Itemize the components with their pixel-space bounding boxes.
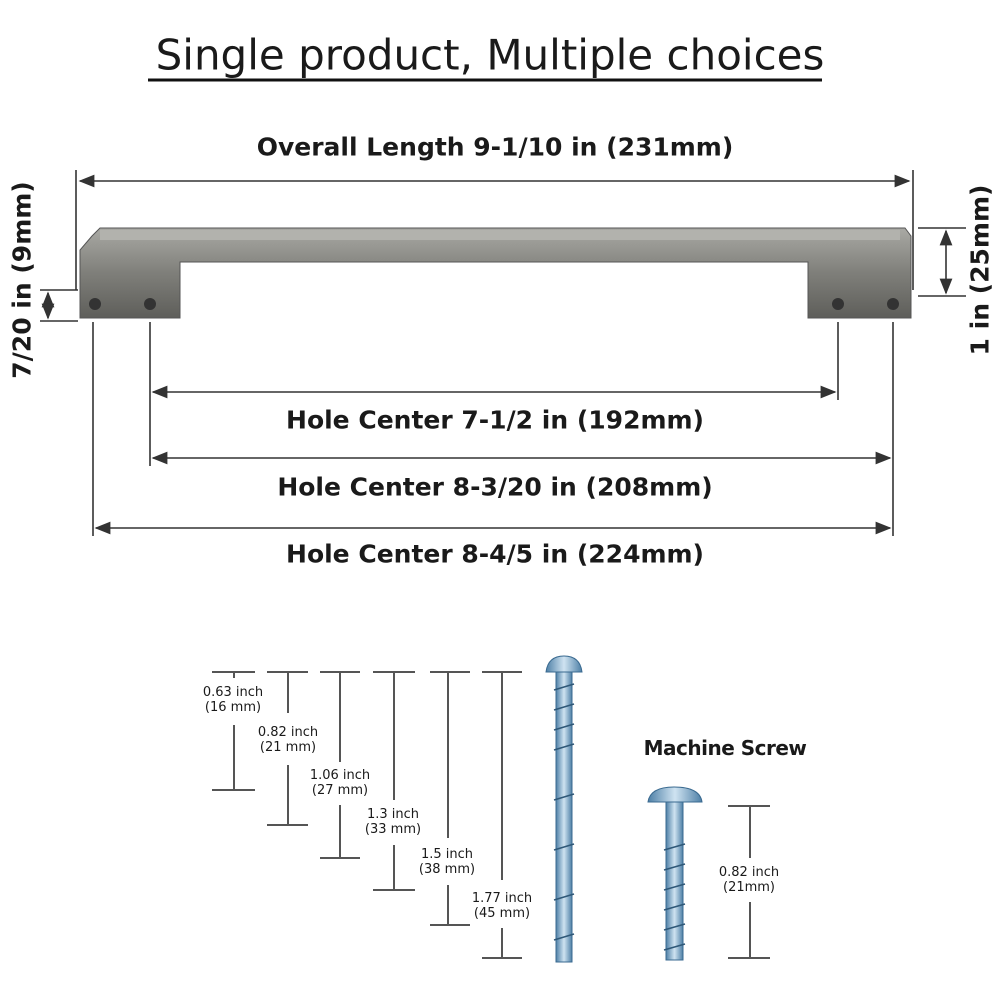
inch-value: 1.77 inch (471, 891, 533, 906)
cabinet-handle-image (79, 227, 912, 319)
inch-value: 0.63 inch (202, 685, 264, 700)
mm-value: (27 mm) (311, 783, 369, 798)
mm-value: (16 mm) (204, 700, 262, 715)
hole-center-label-224: Hole Center 8-4/5 in (224mm) (286, 539, 704, 569)
mm-value: (38 mm) (418, 862, 476, 877)
inch-value: 0.82 inch (718, 865, 780, 880)
leg-height-label: 7/20 in (9mm) (7, 181, 37, 379)
screw-length-label: 1.5 inch(38 mm) (419, 847, 475, 877)
screw-length-label: 1.77 inch(45 mm) (472, 891, 532, 921)
mm-value: (21 mm) (259, 740, 317, 755)
mm-value: (33 mm) (364, 822, 422, 837)
screw-length-label: 0.82 inch(21 mm) (258, 725, 318, 755)
machine-screw-title: Machine Screw (643, 736, 807, 760)
inch-value: 1.5 inch (420, 847, 474, 862)
inch-value: 1.3 inch (366, 807, 420, 822)
inch-value: 1.06 inch (309, 768, 371, 783)
screw-length-label: 1.06 inch(27 mm) (310, 768, 370, 798)
machine-screw-length-label: 0.82 inch(21mm) (719, 865, 779, 895)
overall-length-label: Overall Length 9-1/10 in (231mm) (256, 132, 734, 162)
machine-screw-image (647, 786, 703, 961)
height-label: 1 in (25mm) (965, 184, 995, 356)
screw-length-scales (212, 671, 770, 959)
hole-center-label-208: Hole Center 8-3/20 in (208mm) (277, 472, 713, 502)
hole-center-label-192: Hole Center 7-1/2 in (192mm) (286, 405, 704, 435)
mm-value: (21mm) (722, 880, 776, 895)
screw-length-label: 1.3 inch(33 mm) (365, 807, 421, 837)
long-screw-image (545, 655, 583, 963)
inch-value: 0.82 inch (257, 725, 319, 740)
screw-length-label: 0.63 inch(16 mm) (203, 685, 263, 715)
page-title: Single product, Multiple choices (155, 30, 825, 80)
mm-value: (45 mm) (473, 906, 531, 921)
